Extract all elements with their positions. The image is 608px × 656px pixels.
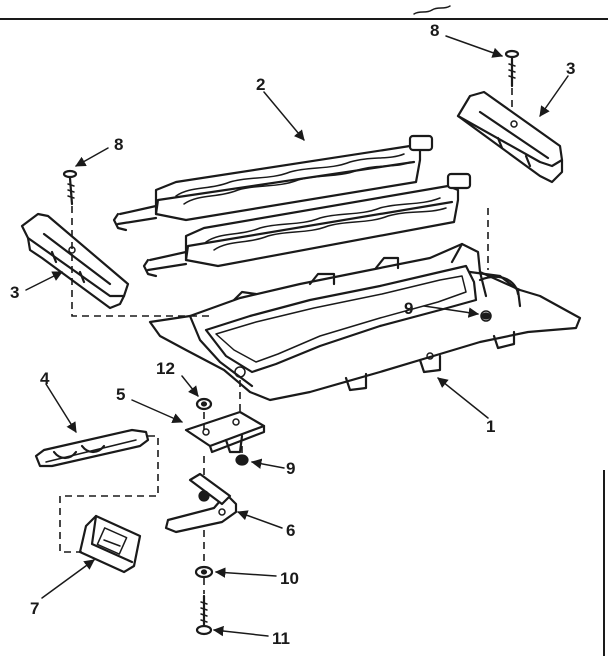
washer-10	[194, 565, 214, 579]
callout-9-lower: 9	[286, 459, 295, 478]
callout-12: 12	[156, 359, 175, 378]
nut-lower	[235, 454, 249, 466]
cord	[34, 428, 150, 468]
callout-8-left: 8	[114, 135, 123, 154]
callout-8-right: 8	[430, 21, 439, 40]
callout-9-frame: 9	[404, 299, 413, 318]
assembly-lines	[59, 88, 513, 594]
callout-5: 5	[116, 385, 125, 404]
screw-right	[504, 49, 520, 88]
end-bracket-left	[20, 212, 130, 310]
callout-labels: 1 2 3 3 4 5 6 7 8 8 9 9 10 11 12	[10, 21, 575, 648]
end-bracket-right	[456, 90, 564, 184]
callout-6: 6	[286, 521, 295, 540]
heating-element-lower	[142, 172, 472, 278]
heating-element-upper	[112, 134, 434, 232]
callout-10: 10	[280, 569, 299, 588]
corner-mark	[413, 5, 451, 15]
callout-4: 4	[40, 369, 50, 388]
base-frame	[148, 242, 582, 402]
switch-lever	[164, 472, 238, 534]
mounting-plate	[184, 410, 266, 454]
washer-12	[195, 397, 213, 411]
callout-7: 7	[30, 599, 39, 618]
callout-1: 1	[486, 417, 495, 436]
leader-arrows	[25, 35, 569, 637]
callout-11: 11	[272, 629, 290, 648]
nut-frame	[481, 312, 491, 320]
bolt-11	[195, 594, 213, 636]
screw-left	[62, 169, 78, 206]
callout-2: 2	[256, 75, 265, 94]
callout-3-right: 3	[566, 59, 575, 78]
callout-3-left: 3	[10, 283, 19, 302]
